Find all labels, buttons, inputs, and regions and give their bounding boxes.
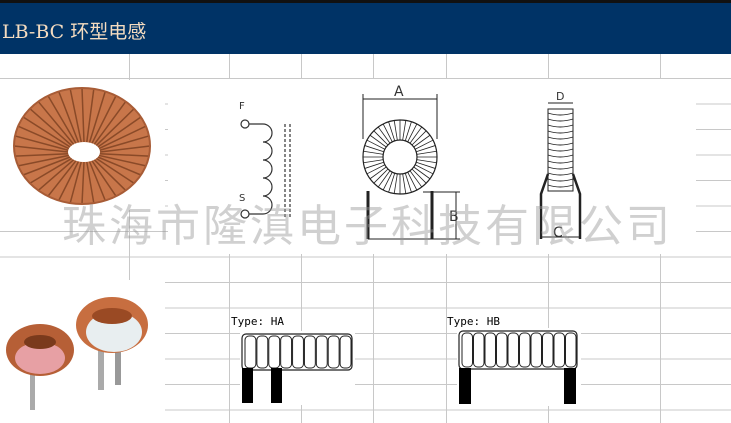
dimension-d-label: D bbox=[556, 90, 564, 103]
company-watermark: 珠海市隆滇电子科技有限公司 bbox=[62, 201, 673, 252]
type-hb-label: Type: HB bbox=[447, 315, 500, 328]
type-hb-drawing bbox=[457, 328, 581, 406]
drawing-panel: F S A B D C bbox=[168, 79, 696, 254]
schematic-symbol bbox=[240, 119, 291, 219]
dimension-drawings: F S A B D C bbox=[239, 84, 582, 241]
toroid-side-view bbox=[539, 102, 582, 239]
grid-line bbox=[129, 0, 130, 423]
toroid-inductor-photo: /* decorative */ bbox=[0, 80, 165, 210]
core-hole bbox=[68, 142, 100, 162]
dimension-b-label: B bbox=[449, 209, 459, 225]
page-title: LB-BC 环型电感 bbox=[2, 21, 147, 43]
type-ha-label: Type: HA bbox=[231, 315, 284, 328]
title-banner: LB-BC 环型电感 bbox=[0, 3, 731, 54]
mounted-inductor-photo bbox=[0, 280, 165, 423]
top-border bbox=[0, 0, 731, 3]
toroid-front-view bbox=[362, 94, 460, 240]
dimension-c-label: C bbox=[553, 225, 563, 241]
dimension-a-label: A bbox=[394, 84, 404, 100]
start-label: F bbox=[239, 101, 245, 112]
end-label: S bbox=[239, 193, 245, 204]
type-ha-drawing bbox=[240, 331, 355, 405]
